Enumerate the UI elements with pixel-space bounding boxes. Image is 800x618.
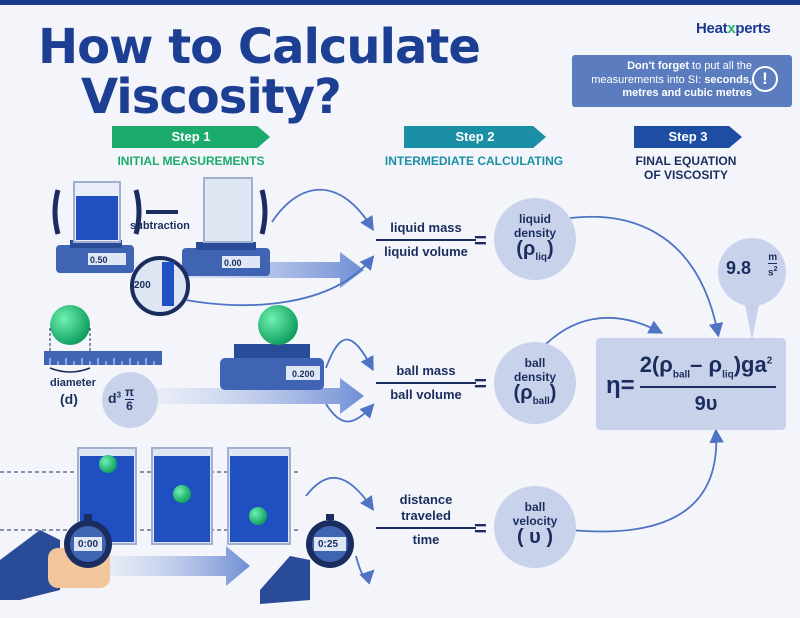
step-1-label: Step 1	[112, 126, 270, 148]
timer-1-readout: 0:00	[78, 539, 99, 550]
gravity-bubble: 9.8 m s2	[718, 238, 786, 306]
title-line-1: How to Calculate	[38, 19, 481, 75]
row1-arrow-up	[271, 188, 374, 232]
row3-arrow-down	[355, 555, 375, 585]
exclamation-icon: !	[752, 66, 778, 92]
velocity-to-equation-arrow	[569, 428, 724, 533]
volume-formula-bubble	[102, 372, 158, 428]
row3-flow-arrow	[100, 546, 250, 586]
equals-sign-2: =	[474, 371, 487, 396]
brand-logo: Heatxperts	[696, 20, 771, 37]
row3-illustration	[0, 447, 375, 604]
scale-3-readout: 0.200	[292, 369, 315, 379]
row1-arrow-down	[185, 255, 375, 307]
eta-symbol: η=	[606, 372, 635, 399]
row1-illustration	[52, 177, 375, 316]
step-2-subtitle: INTERMEDIATE CALCULATING	[384, 154, 564, 168]
magnifier-reading: 200	[134, 280, 151, 291]
ruler	[44, 351, 162, 365]
beaker-empty	[203, 177, 253, 243]
row2-illustration	[44, 305, 375, 428]
si-units-notice: Don't forget to put all the measurements…	[572, 55, 792, 107]
velocity-fraction: distance traveled time	[376, 492, 476, 548]
title-line-2: Viscosity?	[81, 69, 342, 125]
subtraction-label: subtraction	[130, 220, 190, 232]
ball-density-to-equation-arrow	[539, 317, 664, 351]
page-title: How to Calculate Viscosity?	[38, 19, 481, 125]
equals-sign-1: =	[474, 228, 487, 253]
viscosity-equation-box: η= 2(ρball– ρliq)ga2 9υ	[596, 338, 786, 430]
equation-denominator: 9υ	[694, 393, 718, 415]
gravity-pointer	[744, 300, 760, 340]
top-accent-bar	[0, 0, 800, 5]
row2-flow-arrow	[150, 378, 364, 414]
row2-arrow-up	[325, 338, 374, 372]
liquid-density-to-equation-arrow	[569, 215, 724, 338]
step-2-label: Step 2	[404, 126, 546, 148]
liquid-density-fraction: liquid mass liquid volume	[376, 220, 476, 260]
ball-density-fraction: ball mass ball volume	[376, 363, 476, 403]
row2-arrow-down	[325, 403, 375, 423]
hand-left	[0, 530, 60, 600]
hand-right	[260, 556, 310, 604]
volume-formula: d3 π 6	[108, 385, 135, 413]
scale-1-readout: 0.50	[90, 255, 108, 265]
step-3-subtitle: FINAL EQUATION OF VISCOSITY	[635, 154, 737, 182]
equals-sign-3: =	[474, 516, 487, 541]
row3-arrow-up	[305, 477, 375, 511]
diameter-label: diameter	[50, 377, 96, 389]
equation-numerator: 2(ρball– ρliq)ga2	[639, 352, 773, 381]
step-1-subtitle: INITIAL MEASUREMENTS	[117, 154, 265, 168]
scale-2-readout: 0.00	[224, 258, 242, 268]
notice-text: Don't forget to put all the measurements…	[591, 60, 752, 99]
ball-icon	[50, 305, 90, 345]
diameter-symbol: (d)	[60, 391, 78, 407]
minus-sign	[146, 210, 178, 214]
step-3-label: Step 3	[634, 126, 742, 148]
timer-2-readout: 0:25	[318, 539, 339, 550]
